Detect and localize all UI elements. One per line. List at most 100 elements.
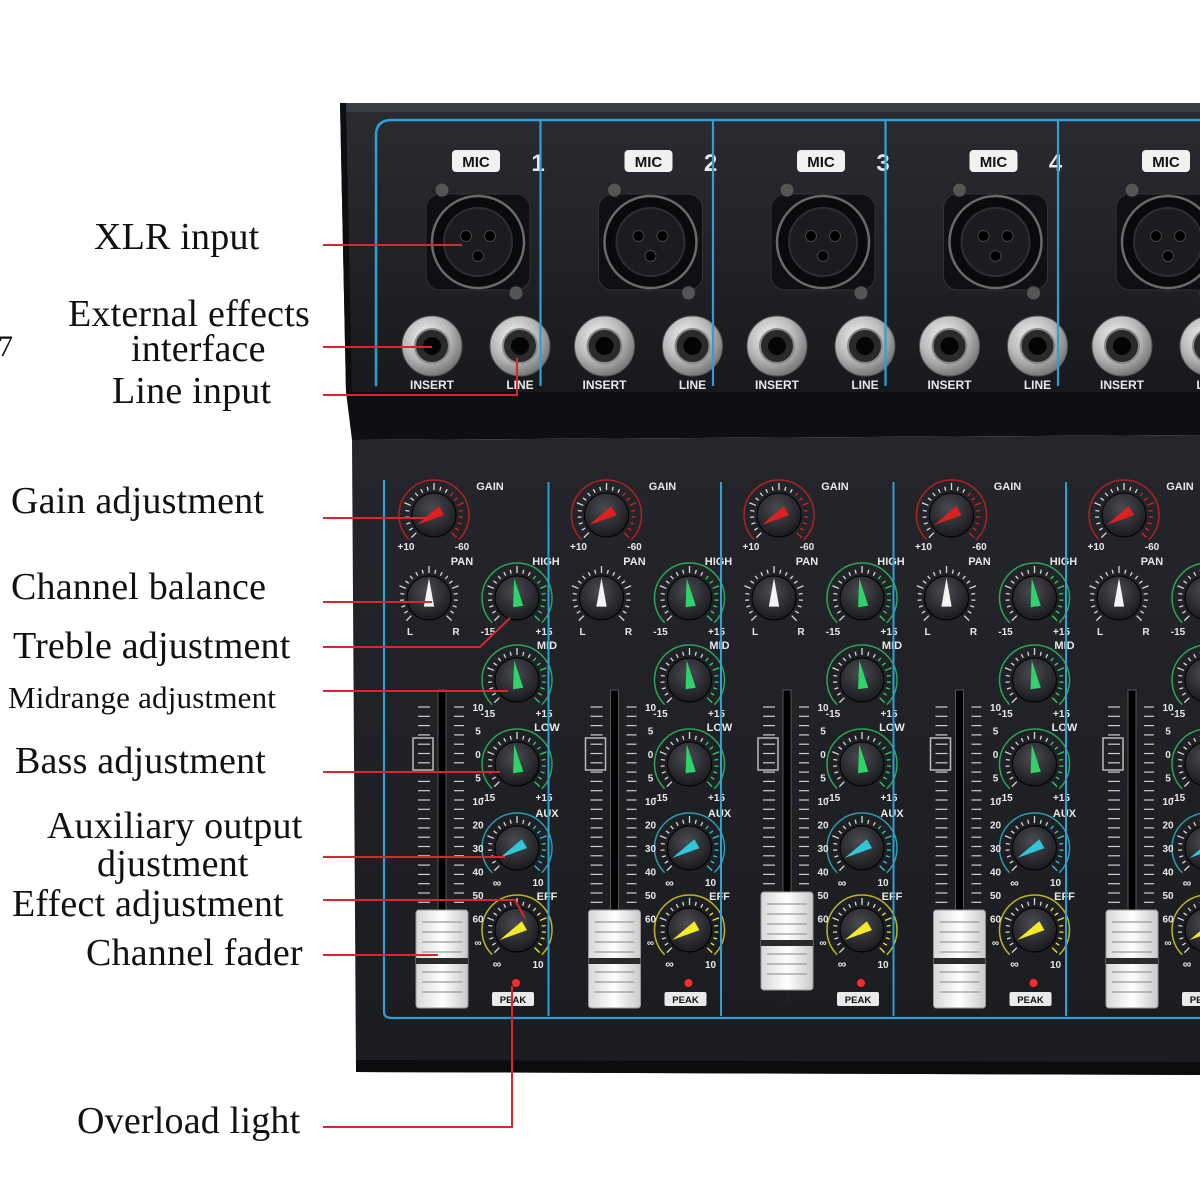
- knob-tick: [1011, 781, 1018, 788]
- knob-tick: [1009, 942, 1014, 946]
- xlr-jack-inner: [960, 207, 1031, 277]
- knob-tick: [572, 592, 577, 595]
- knob-tick: [848, 653, 852, 659]
- knob-arc: [826, 728, 898, 790]
- knob-tick: [664, 692, 669, 696]
- aux-knob: [998, 812, 1071, 874]
- knob-body: [1184, 742, 1200, 786]
- fader-scale-label: 10: [1162, 703, 1174, 714]
- knob-tick: [1020, 821, 1024, 827]
- gain-knob: [915, 479, 988, 541]
- knob-tick: [713, 687, 718, 690]
- knob-tick: [1051, 615, 1058, 622]
- knob-tick: [1183, 580, 1188, 584]
- knob-tick: [534, 615, 541, 622]
- eq-min-label: -15: [998, 627, 1013, 638]
- aux-label: AUX: [535, 808, 559, 820]
- fader-scale-label: 10: [645, 797, 657, 808]
- fader-scale-label: 5: [648, 774, 654, 785]
- knob-pointer: [685, 744, 696, 774]
- knob-tick: [592, 488, 596, 494]
- knob-tick: [713, 605, 718, 608]
- knob-tick: [1051, 947, 1058, 954]
- knob-tick: [706, 947, 713, 954]
- knob-tick: [532, 825, 537, 830]
- aux-max-label: 10: [532, 878, 544, 889]
- knob-tick: [1104, 492, 1109, 497]
- gain-max-label: -60: [972, 542, 987, 553]
- pan-right-label: R: [452, 627, 460, 638]
- knob-tick: [1055, 860, 1060, 864]
- knob-tick: [881, 830, 886, 834]
- knob-tick: [1050, 575, 1054, 580]
- knob-tick: [1027, 735, 1030, 740]
- knob-tick: [842, 907, 847, 912]
- fader-scale-label: 60: [990, 915, 1002, 926]
- knob-tick: [458, 509, 463, 512]
- screw-icon: [853, 285, 869, 301]
- knob-tick: [426, 486, 429, 491]
- knob-tick: [1095, 580, 1100, 584]
- knob-tick: [1098, 527, 1104, 531]
- high-label: HIGH: [877, 556, 905, 568]
- gain-min-label: +10: [1088, 542, 1105, 553]
- screw-icon: [607, 182, 622, 198]
- knob-tick: [1136, 615, 1143, 622]
- peak-label: PEAK: [1190, 995, 1200, 1006]
- knob-tick: [709, 662, 714, 666]
- knob-tick: [534, 781, 541, 788]
- knob-tick: [877, 741, 882, 746]
- knob-tick: [1139, 610, 1145, 614]
- eq-min-label: -15: [826, 709, 841, 720]
- knob-tick: [629, 502, 637, 507]
- knob-pointer: [685, 660, 696, 690]
- mic-label: MIC: [462, 154, 490, 171]
- knob-tick: [968, 532, 975, 539]
- knob-tick: [872, 821, 876, 827]
- knob-tick: [1050, 825, 1054, 830]
- fader-scale-label: 10: [817, 797, 829, 808]
- knob-tick: [1054, 912, 1059, 916]
- knob-tick: [1020, 737, 1024, 743]
- knob-tick: [497, 907, 502, 912]
- fader-scale-label: 5: [993, 774, 999, 785]
- xlr-jack-inner: [615, 207, 686, 277]
- knob-tick: [410, 532, 417, 539]
- knob-tick: [1143, 497, 1148, 501]
- knob-tick: [867, 735, 870, 740]
- knob-tick: [1181, 942, 1187, 946]
- gain-min-label: +10: [743, 542, 760, 553]
- aux-knob: [1171, 813, 1200, 874]
- eq-max-label: +15: [536, 709, 553, 720]
- knob-tick: [794, 492, 799, 497]
- xlr-jack-inner: [1133, 207, 1200, 277]
- knob-tick: [1124, 569, 1127, 574]
- knob-tick: [522, 901, 525, 906]
- knob-tick: [872, 653, 876, 659]
- knob-tick: [881, 912, 886, 916]
- knob-tick: [578, 522, 583, 525]
- knob-tick: [749, 502, 757, 507]
- callout-treble-adjustment: Treble adjustment: [13, 625, 291, 667]
- knob-pointer: [1106, 506, 1134, 525]
- knob-pointer: [1030, 660, 1041, 690]
- knob-tick: [659, 835, 667, 840]
- knob-tick: [537, 776, 543, 780]
- knob-tick: [798, 592, 803, 595]
- knob-tick: [789, 488, 793, 494]
- knob-tick: [710, 692, 715, 696]
- knob-tick: [834, 855, 839, 858]
- pan-knob: [571, 566, 632, 622]
- knob-tick: [666, 781, 673, 788]
- line-jack-label: LINE: [506, 378, 533, 392]
- knob-tick: [452, 605, 457, 608]
- knob-tick: [1089, 585, 1097, 590]
- knob-tick: [1105, 571, 1109, 577]
- knob-tick: [487, 751, 495, 756]
- aux-label: AUX: [1053, 808, 1077, 820]
- xlr-jack-inner: [788, 207, 858, 277]
- knob-tick: [705, 825, 709, 830]
- knob-tick: [791, 615, 798, 622]
